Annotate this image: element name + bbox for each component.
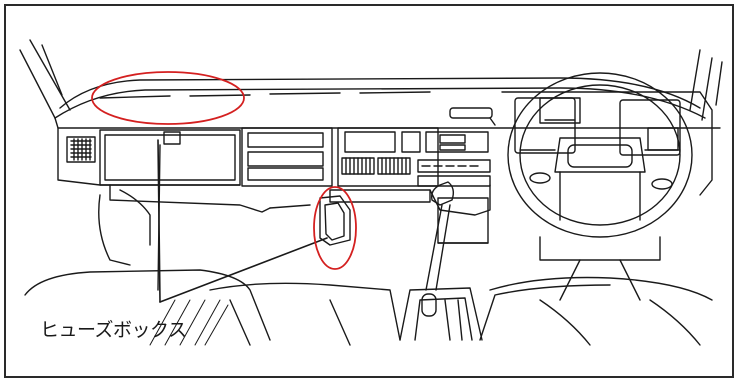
a-pillars [20, 40, 722, 120]
steering-column [540, 237, 660, 300]
gear-shifter [400, 182, 482, 340]
dashboard-body [58, 128, 240, 290]
steering-wheel [450, 73, 712, 237]
fuse-box-label: ヒューズボックス [40, 315, 186, 342]
fuse-box-panel [320, 196, 350, 245]
highlight-marks [92, 72, 356, 269]
